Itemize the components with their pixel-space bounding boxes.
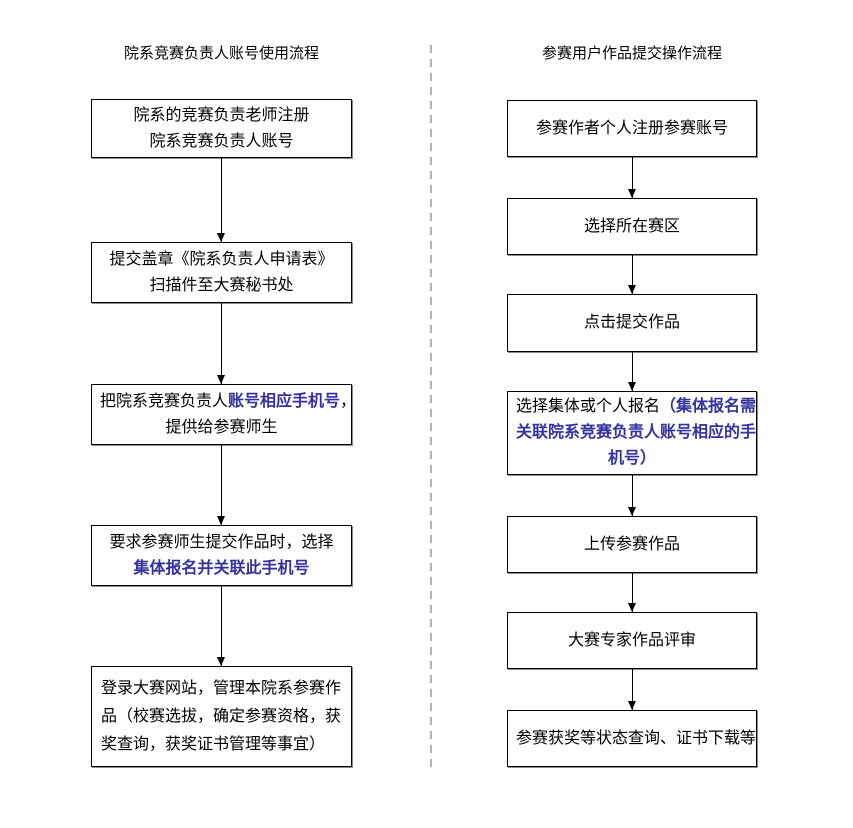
step-line: 奖查询，获奖证书管理等事宜）	[101, 735, 326, 753]
left-flow-step-2: 提交盖章《院系负责人申请表》 扫描件至大赛秘书处	[91, 242, 352, 303]
left-flow-step-4: 要求参赛师生提交作品时，选择 集体报名并关联此手机号	[91, 525, 352, 586]
right-flow-step-5: 上传参赛作品	[507, 516, 757, 573]
right-flow-step-7: 参赛获奖等状态查询、证书下载等	[507, 710, 757, 767]
step-line: 选择集体或个人报名（集体报名需	[516, 394, 756, 420]
step-line: 参赛获奖等状态查询、证书下载等	[516, 729, 757, 747]
step-text-highlight: 机号）	[607, 450, 656, 467]
step-text-highlight: 账号相应手机号	[228, 392, 341, 410]
step-line: 品（校赛选拔，确定参赛资格，获	[101, 707, 342, 725]
step-line: 扫描件至大赛秘书处	[149, 276, 294, 294]
down-arrow-icon	[217, 303, 225, 384]
step-line: 把院系竞赛负责人账号相应手机号，	[100, 389, 356, 415]
right-flow-step-2: 选择所在赛区	[507, 198, 757, 255]
step-line: 院系竞赛负责人账号	[149, 132, 294, 150]
step-text-highlight: 关联院系竞赛负责人账号相应的手	[516, 424, 757, 441]
step-line: 登录大赛网站，管理本院系参赛作	[101, 679, 342, 697]
step-line: 参赛作者个人注册参赛账号	[535, 119, 728, 137]
step-line: 上传参赛作品	[583, 535, 680, 553]
down-arrow-icon	[628, 669, 636, 710]
down-arrow-icon	[628, 157, 636, 198]
step-line: 提供给参赛师生	[165, 418, 278, 436]
left-flow-step-5: 登录大赛网站，管理本院系参赛作 品（校赛选拔，确定参赛资格，获 奖查询，获奖证书…	[91, 666, 352, 767]
left-flow-title: 院系竞赛负责人账号使用流程	[123, 45, 319, 62]
right-flow-step-4: 选择集体或个人报名（集体报名需 关联院系竞赛负责人账号相应的手 机号）	[507, 391, 757, 475]
down-arrow-icon	[628, 573, 636, 612]
down-arrow-icon	[628, 352, 636, 391]
right-flow-title: 参赛用户作品提交操作流程	[541, 45, 722, 62]
step-text-segment: 选择集体或个人报名	[516, 398, 661, 415]
right-flow-step-3: 点击提交作品	[507, 294, 757, 352]
step-line: 要求参赛师生提交作品时，选择	[109, 533, 334, 551]
column-divider-dashed-line	[430, 45, 432, 770]
step-text-highlight: （集体报名需	[660, 398, 757, 415]
step-line: 选择所在赛区	[583, 217, 680, 235]
left-flow-step-3: 把院系竞赛负责人账号相应手机号， 提供给参赛师生	[91, 384, 356, 445]
step-text-segment: 把院系竞赛负责人	[100, 392, 229, 410]
right-flow-step-6: 大赛专家作品评审	[507, 612, 757, 669]
down-arrow-icon	[217, 586, 225, 666]
right-flow-step-1: 参赛作者个人注册参赛账号	[507, 100, 757, 157]
down-arrow-icon	[628, 475, 636, 516]
step-line: 点击提交作品	[583, 314, 680, 331]
step-line: 院系的竞赛负责老师注册	[133, 106, 310, 124]
down-arrow-icon	[217, 445, 225, 525]
step-line: 大赛专家作品评审	[567, 631, 696, 649]
step-text-segment: ，	[340, 392, 357, 410]
step-line: 提交盖章《院系负责人申请表》	[109, 250, 334, 268]
step-text-highlight: 集体报名并关联此手机号	[133, 559, 310, 577]
left-flow-step-1: 院系的竞赛负责老师注册 院系竞赛负责人账号	[91, 99, 352, 158]
down-arrow-icon	[628, 255, 636, 294]
down-arrow-icon	[217, 158, 225, 242]
